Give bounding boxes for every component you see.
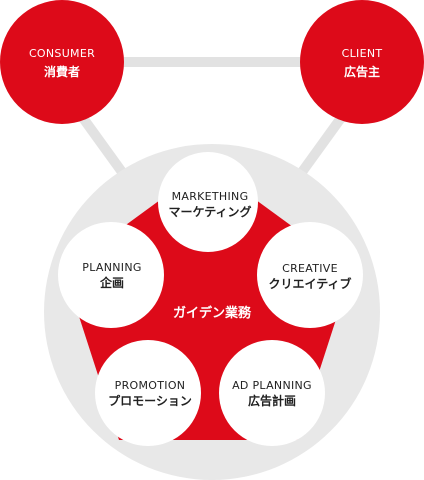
marketing-label-en: MARKETHING <box>172 190 249 203</box>
consumer-label-ja: 消費者 <box>44 64 80 79</box>
ad-planning-label-en: AD PLANNING <box>232 379 312 392</box>
center-label: ガイデン業務 <box>173 305 252 321</box>
service-marketing: MARKETHING マーケティング <box>158 152 258 252</box>
creative-circle <box>257 222 363 328</box>
promotion-circle <box>95 340 201 446</box>
client-label-en: CLIENT <box>342 47 383 60</box>
consumer-node: CONSUMER 消費者 <box>0 0 124 124</box>
promotion-label-ja: プロモーション <box>108 393 192 408</box>
client-label-ja: 広告主 <box>344 64 380 79</box>
service-planning: PLANNING 企画 <box>58 222 164 328</box>
consumer-label-en: CONSUMER <box>29 47 95 60</box>
ad-planning-circle <box>219 340 325 446</box>
service-ad-planning: AD PLANNING 広告計画 <box>219 340 325 446</box>
marketing-circle <box>158 152 258 252</box>
consumer-circle <box>0 0 124 124</box>
service-creative: CREATIVE クリエイティブ <box>257 222 363 328</box>
client-circle <box>300 0 424 124</box>
planning-circle <box>58 222 164 328</box>
planning-label-en: PLANNING <box>82 261 141 274</box>
marketing-label-ja: マーケティング <box>168 204 251 219</box>
service-promotion: PROMOTION プロモーション <box>95 340 201 446</box>
creative-label-en: CREATIVE <box>282 262 338 275</box>
client-node: CLIENT 広告主 <box>300 0 424 124</box>
planning-label-ja: 企画 <box>99 275 124 290</box>
promotion-label-en: PROMOTION <box>115 379 186 392</box>
creative-label-ja: クリエイティブ <box>268 276 351 291</box>
ad-planning-label-ja: 広告計画 <box>248 393 296 408</box>
